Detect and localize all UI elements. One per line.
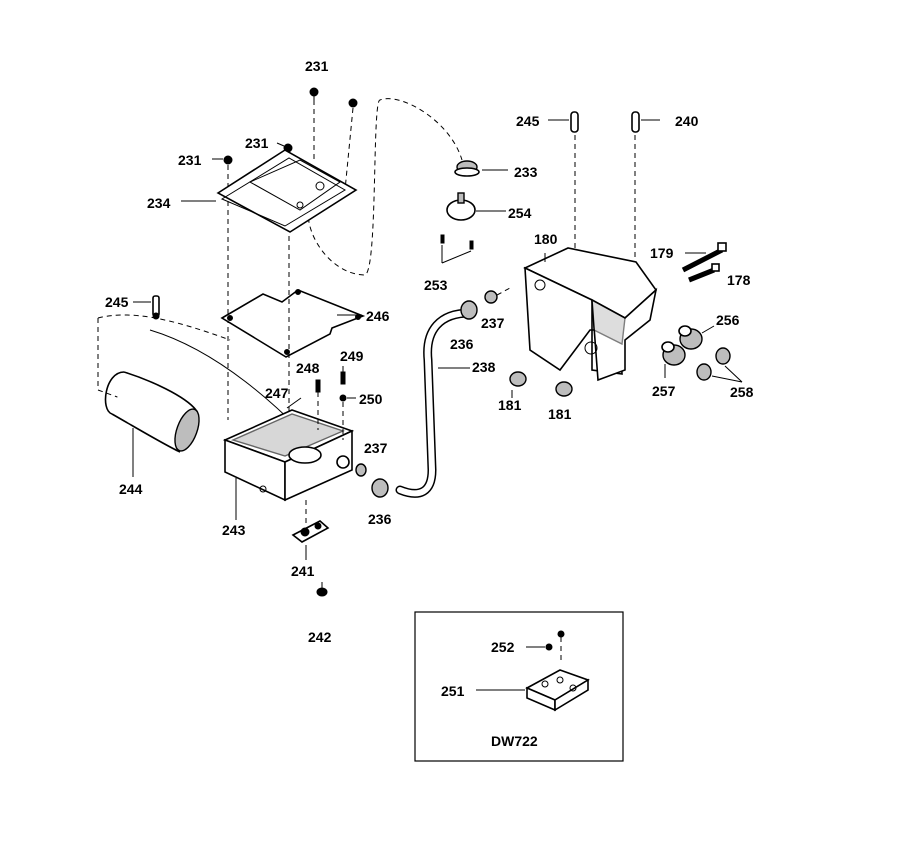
hose-238 bbox=[395, 308, 475, 498]
label-249: 249 bbox=[340, 348, 364, 364]
label-231-top: 231 bbox=[305, 58, 329, 74]
screw-231-left bbox=[223, 155, 233, 165]
label-242: 242 bbox=[308, 629, 332, 645]
label-250: 250 bbox=[359, 391, 383, 407]
label-243: 243 bbox=[222, 522, 246, 538]
cap-181-right bbox=[555, 381, 573, 397]
label-246: 246 bbox=[366, 308, 390, 324]
inset-title: DW722 bbox=[491, 733, 538, 749]
screw-248 bbox=[315, 379, 321, 430]
label-231-left: 231 bbox=[178, 152, 202, 168]
housing-180 bbox=[523, 247, 658, 382]
knob-256 bbox=[678, 325, 715, 350]
label-244: 244 bbox=[119, 481, 143, 497]
label-238: 238 bbox=[472, 359, 496, 375]
label-236-upper: 236 bbox=[450, 336, 474, 352]
label-257: 257 bbox=[652, 383, 676, 399]
label-240: 240 bbox=[675, 113, 699, 129]
label-258: 258 bbox=[730, 384, 754, 400]
label-241: 241 bbox=[291, 563, 315, 579]
screw-249 bbox=[340, 366, 346, 385]
label-248: 248 bbox=[296, 360, 320, 376]
label-179: 179 bbox=[650, 245, 674, 261]
label-245-right: 245 bbox=[516, 113, 540, 129]
screw-179 bbox=[681, 242, 727, 273]
label-181-left: 181 bbox=[498, 397, 522, 413]
knobs-258 bbox=[696, 347, 743, 383]
switch-box-243 bbox=[222, 397, 355, 520]
cover-plate-234 bbox=[181, 149, 358, 233]
knob-257 bbox=[661, 341, 686, 378]
label-180: 180 bbox=[534, 231, 558, 247]
fitting-236-upper bbox=[460, 300, 478, 320]
nut-237-lower bbox=[355, 463, 367, 477]
screw-250 bbox=[339, 394, 356, 440]
label-251: 251 bbox=[441, 683, 465, 699]
label-237-lower: 237 bbox=[364, 440, 388, 456]
gasket-246 bbox=[220, 289, 366, 358]
fitting-236-lower bbox=[371, 478, 389, 498]
bolt-245-left bbox=[133, 295, 160, 320]
label-245-left: 245 bbox=[105, 294, 129, 310]
label-237-upper: 237 bbox=[481, 315, 505, 331]
screw-178 bbox=[688, 263, 720, 283]
label-247: 247 bbox=[265, 385, 289, 401]
label-252: 252 bbox=[491, 639, 515, 655]
screw-231-top bbox=[309, 87, 319, 100]
switch-254 bbox=[446, 192, 506, 221]
nut-242 bbox=[316, 582, 328, 597]
screws-253 bbox=[440, 234, 474, 264]
capacitor-244 bbox=[97, 314, 301, 477]
label-236-lower: 236 bbox=[368, 511, 392, 527]
label-254: 254 bbox=[508, 205, 532, 221]
inset-dw722 bbox=[414, 611, 624, 762]
cap-233 bbox=[454, 160, 508, 177]
bracket-241 bbox=[291, 520, 330, 560]
label-181-right: 181 bbox=[548, 406, 572, 422]
nut-237-upper bbox=[484, 290, 498, 304]
screw-252b bbox=[557, 630, 565, 660]
label-234: 234 bbox=[147, 195, 171, 211]
screw-top-right bbox=[348, 98, 358, 108]
bolt-240 bbox=[631, 111, 660, 260]
label-256: 256 bbox=[716, 312, 740, 328]
label-178: 178 bbox=[727, 272, 751, 288]
screw-252a bbox=[526, 643, 553, 651]
label-233: 233 bbox=[514, 164, 538, 180]
bolt-245-right bbox=[548, 111, 579, 250]
label-231-mid: 231 bbox=[245, 135, 269, 151]
callout-labels: 231 231 231 234 233 254 245 240 180 179 … bbox=[105, 58, 754, 749]
cap-181-left bbox=[509, 371, 527, 398]
terminal-block-251 bbox=[476, 669, 590, 712]
label-253: 253 bbox=[424, 277, 448, 293]
